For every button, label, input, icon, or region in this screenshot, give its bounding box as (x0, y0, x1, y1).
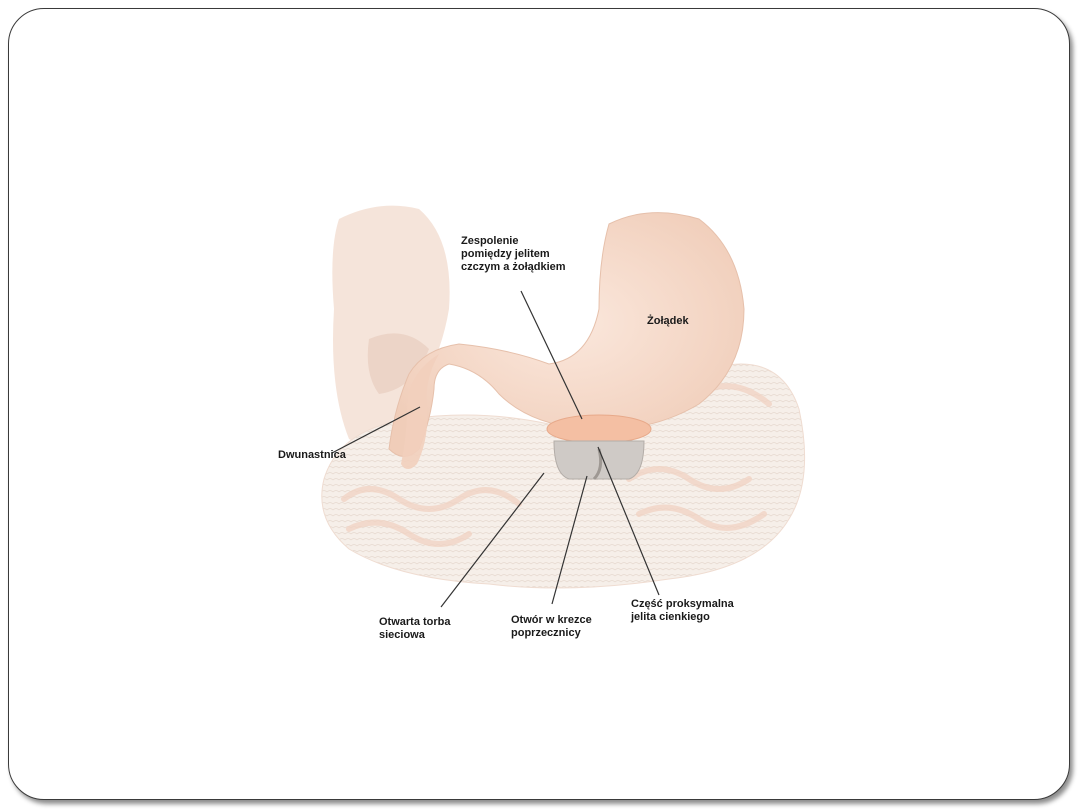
label-omental-bursa: Otwarta torba sieciowa (379, 616, 451, 641)
leader-jejunum (597, 446, 660, 596)
label-mesocolon-opening: Otwór w krezce poprzecznicy (511, 614, 592, 639)
mesocolon-opening (553, 440, 645, 480)
leader-duodenum (331, 406, 421, 454)
leader-mesocolon (551, 475, 588, 605)
label-duodenum: Dwunastnica (278, 449, 346, 461)
duodenum-shape (401, 354, 439, 469)
slide-frame: Zespolenie pomiędzy jelitem czczym a żoł… (8, 8, 1070, 800)
label-stomach: Żołądek (647, 315, 689, 327)
anatomy-illustration (321, 205, 806, 608)
label-anastomosis: Zespolenie pomiędzy jelitem czczym a żoł… (461, 235, 566, 273)
label-jejunum: Część proksymalna jelita cienkiego (631, 598, 734, 623)
leader-omental-bursa (440, 472, 545, 608)
anastomosis-band (546, 414, 652, 444)
leader-anastomosis (520, 290, 583, 420)
stomach-shape (388, 212, 745, 457)
intestine-loops (341, 383, 772, 547)
liver-shadow (367, 333, 429, 394)
